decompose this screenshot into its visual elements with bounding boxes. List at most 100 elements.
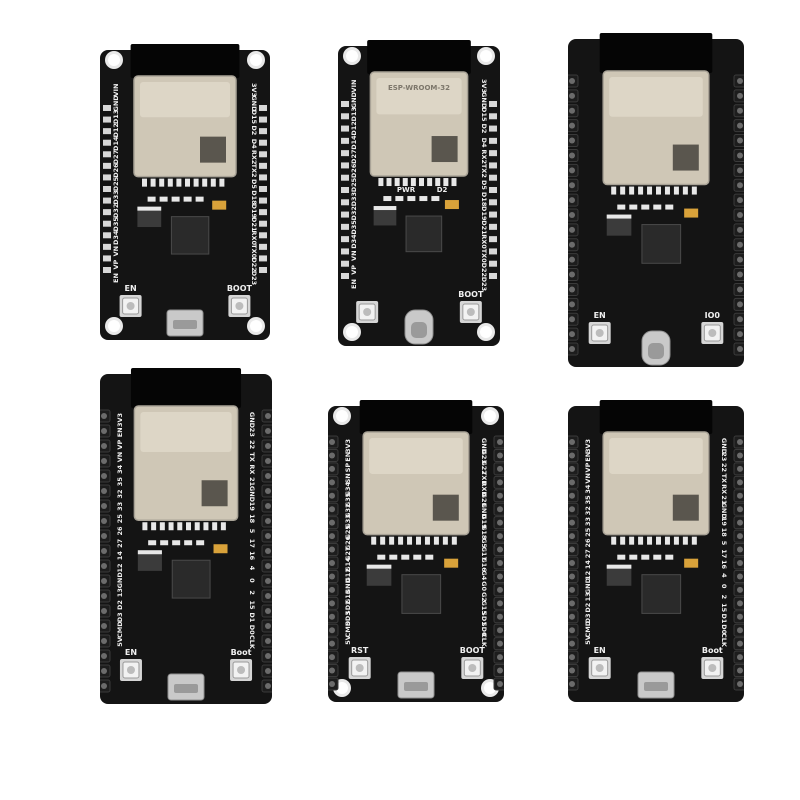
mounting-hole-center	[250, 54, 262, 66]
header-pin-tip	[101, 413, 107, 419]
pin-label: 0	[720, 584, 728, 589]
header-pin-tip	[329, 452, 335, 459]
pin-label: GND	[720, 503, 728, 520]
pin-label: 3V3	[584, 439, 592, 453]
module-pad	[202, 178, 208, 187]
header-pin-tip	[497, 533, 503, 540]
module-pad	[193, 178, 199, 187]
pin-label: RX	[720, 484, 728, 494]
header-pin-tip	[737, 681, 743, 687]
module-pad	[451, 536, 457, 545]
header-pin-tip	[265, 473, 271, 479]
edge-pad	[103, 116, 111, 123]
header-pin-tip	[329, 654, 335, 661]
header-pin-tip	[737, 439, 743, 445]
edge-pad	[259, 267, 267, 273]
module-pad	[168, 522, 174, 531]
edge-pad	[341, 260, 349, 267]
edge-pad	[103, 209, 111, 216]
header-pin-tip	[737, 479, 743, 486]
edge-pad	[489, 125, 497, 132]
pin-label: D19	[480, 206, 488, 221]
edge-pad	[259, 128, 267, 135]
header-pin-tip	[569, 316, 575, 323]
pin-label: 27	[116, 539, 124, 548]
pin-label: 2	[248, 590, 256, 595]
header-pin-tip	[737, 586, 743, 593]
module-pad	[691, 186, 697, 195]
smd-resistor	[665, 554, 674, 560]
regulator	[137, 550, 162, 571]
rf-shield-highlight	[140, 412, 232, 452]
module-label: ESP-WROOM-32	[388, 84, 450, 92]
pin-label: CMD	[344, 620, 352, 637]
header-pin-tip	[569, 492, 575, 499]
tactile-button-cap	[595, 664, 604, 672]
pin-label: D21	[480, 220, 488, 235]
header-pin-tip	[497, 519, 503, 526]
header-pin-tip	[497, 506, 503, 513]
header-pin-tip	[101, 443, 107, 449]
header-pin-tip	[737, 122, 743, 129]
module-pad	[638, 536, 644, 545]
header-pin-tip	[569, 286, 575, 293]
header-pin-tip	[265, 668, 271, 674]
header-pin-tip	[101, 623, 107, 629]
pin-label: D12	[350, 121, 358, 135]
header-pin-tip	[737, 506, 743, 513]
header-pin-tip	[497, 586, 503, 593]
mounting-hole-center	[108, 54, 120, 66]
module-pad	[443, 178, 449, 187]
header-pin-tip	[265, 563, 271, 569]
pin-label: G5	[480, 538, 488, 548]
pin-label: TX0	[480, 249, 488, 263]
edge-pad	[489, 260, 497, 267]
pin-label: 35	[584, 495, 592, 505]
regulator	[606, 564, 632, 586]
pin-label: 15	[248, 600, 256, 610]
micro-usb-inner	[644, 682, 668, 691]
pin-label: D4	[480, 138, 488, 148]
header-pin-tip	[497, 640, 503, 647]
edge-pad	[259, 197, 267, 204]
pin-label: 2	[720, 595, 728, 600]
module-pad	[142, 522, 148, 531]
pin-label: 34	[584, 484, 592, 494]
pin-label: 14	[116, 551, 124, 561]
module-pad	[398, 536, 404, 545]
edge-pad	[259, 255, 267, 262]
header-pin-tip	[101, 488, 107, 494]
module-pad	[664, 536, 670, 545]
pin-label: D22	[250, 257, 258, 271]
header-pin-tip	[329, 627, 335, 634]
edge-pad	[341, 273, 349, 279]
pin-label: 33	[584, 517, 592, 526]
tantalum-cap	[213, 544, 228, 554]
pin-label: TXD	[480, 471, 488, 486]
header-pin-tip	[569, 533, 575, 540]
header-pin-tip	[737, 286, 743, 293]
pin-label: D34	[112, 230, 120, 245]
pin-label: VN	[116, 452, 124, 462]
module-pad	[386, 178, 392, 187]
edge-pad	[103, 255, 111, 262]
pin-label: D27	[112, 150, 120, 164]
tactile-button-cap	[708, 329, 717, 337]
header-pin-tip	[101, 608, 107, 614]
qr-code	[200, 136, 226, 163]
pin-label: GND	[350, 91, 358, 108]
pin-label: 18	[720, 528, 728, 538]
edge-pad	[489, 150, 497, 157]
pin-label: VN	[112, 246, 120, 256]
pin-label: D26	[350, 163, 358, 178]
smd-resistor	[183, 196, 192, 202]
button-label: IO0	[705, 311, 721, 320]
pin-label: G22	[480, 460, 488, 474]
smd-resistor	[389, 554, 398, 560]
smd-resistor	[425, 554, 434, 560]
module-pad	[142, 178, 147, 187]
header-pin-tip	[329, 640, 335, 647]
pin-label: 5V	[344, 635, 352, 645]
